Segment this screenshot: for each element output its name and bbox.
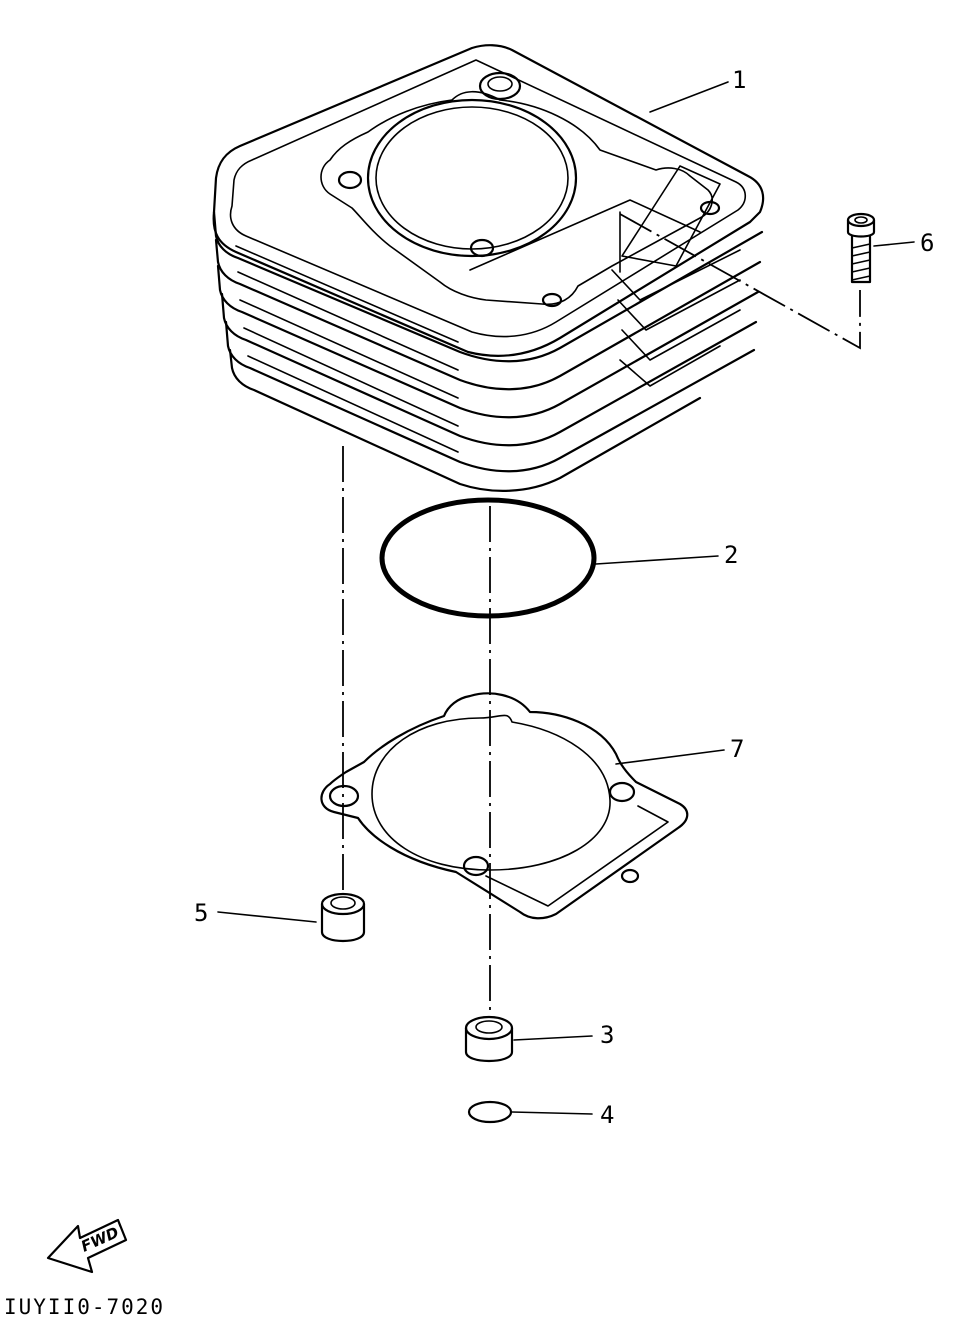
- callout-4: 4: [600, 1101, 614, 1129]
- dowel-pin-part-5: [320, 892, 366, 942]
- dowel-pin-part-3: [464, 1015, 514, 1062]
- drawing-code: IUYII0-7020: [4, 1295, 166, 1319]
- alignment-lines: [342, 211, 861, 1018]
- callout-7: 7: [730, 735, 744, 763]
- callout-1: 1: [732, 66, 746, 94]
- cylinder-gasket-part: [320, 692, 689, 920]
- cylinder-part: [212, 44, 765, 492]
- bolt-part: [846, 212, 876, 284]
- leader-lines: [217, 81, 915, 1115]
- o-ring-part: [379, 497, 597, 619]
- callout-6: 6: [920, 229, 934, 257]
- callout-2: 2: [724, 541, 738, 569]
- callout-5: 5: [194, 899, 208, 927]
- small-o-ring-part: [467, 1100, 513, 1124]
- forward-arrow-icon: FWD: [46, 1218, 128, 1274]
- callout-3: 3: [600, 1021, 614, 1049]
